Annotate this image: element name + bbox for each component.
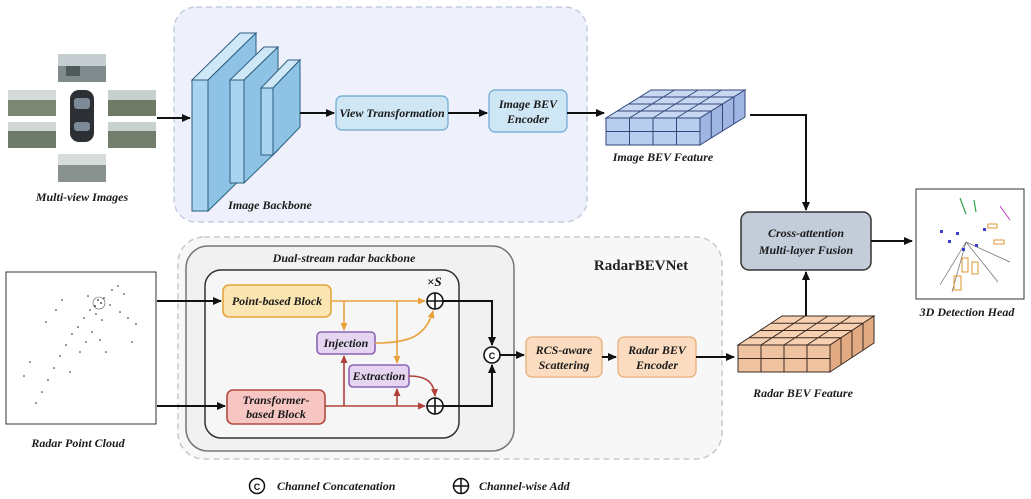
- image-backbone: [190, 31, 302, 213]
- concat-node-symbol: C: [489, 351, 496, 361]
- image-bev-encoder-label-1: Image BEV: [498, 97, 558, 111]
- radarbevnet-title: RadarBEVNet: [594, 258, 688, 274]
- extraction-to-add-arrow: [408, 375, 438, 397]
- radar-bev-encoder-label-1: Radar BEV: [627, 343, 687, 357]
- concat-node: C: [483, 346, 501, 364]
- point-based-block-label: Point-based Block: [232, 294, 322, 308]
- add-node-bottom: [426, 397, 444, 415]
- rcs-label-2: Scattering: [539, 358, 590, 372]
- image-backbone-label: Image Backbone: [227, 198, 312, 212]
- detection-head-image: [915, 188, 1025, 300]
- image-bev-feature-label: Image BEV Feature: [612, 150, 714, 164]
- radar-point-cloud: [5, 271, 157, 425]
- image-feature-to-fusion-arrow: [750, 114, 810, 211]
- legend-add-label: Channel-wise Add: [479, 479, 571, 493]
- extraction-label: Extraction: [352, 369, 406, 383]
- image-bev-feature-grid: [604, 89, 747, 146]
- multiview-images: [8, 54, 156, 182]
- fusion-label-1: Cross-attention: [768, 226, 844, 240]
- transformer-block-label-2: based Block: [246, 407, 306, 421]
- repeat-label: ×S: [427, 274, 442, 289]
- fusion-box: [740, 211, 872, 271]
- svg-text:C: C: [254, 482, 261, 492]
- legend-concat-label: Channel Concatenation: [277, 479, 396, 493]
- injection-to-add-arrow: [374, 310, 435, 344]
- injection-label: Injection: [323, 336, 369, 350]
- legend: C Channel Concatenation Channel-wise Add: [248, 477, 571, 495]
- fusion-label-2: Multi-layer Fusion: [758, 243, 854, 257]
- radar-bev-feature-label: Radar BEV Feature: [752, 386, 853, 400]
- add-top-to-concat-arrow: [443, 300, 496, 346]
- transformer-based-block: [226, 389, 326, 425]
- detection-head-label: 3D Detection Head: [919, 305, 1016, 319]
- dual-stream-title: Dual-stream radar backbone: [272, 251, 416, 265]
- image-bev-encoder-label-2: Encoder: [506, 112, 549, 126]
- legend-concat-icon: C: [248, 477, 266, 495]
- multiview-images-label: Multi-view Images: [35, 190, 129, 204]
- radar-bev-feature-grid: [736, 315, 876, 373]
- radar-bev-encoder-label-2: Encoder: [635, 358, 678, 372]
- rcs-label-1: RCS-aware: [535, 343, 593, 357]
- add-bottom-to-concat-arrow: [443, 364, 496, 407]
- radar-point-cloud-label: Radar Point Cloud: [30, 436, 125, 450]
- transformer-block-label-1: Transformer-: [243, 393, 310, 407]
- car-icon: [70, 90, 94, 142]
- add-node-top: [426, 292, 444, 310]
- view-transformation-label: View Transformation: [339, 106, 445, 120]
- image-bev-encoder-box: [488, 89, 568, 133]
- legend-add-icon: [452, 477, 470, 495]
